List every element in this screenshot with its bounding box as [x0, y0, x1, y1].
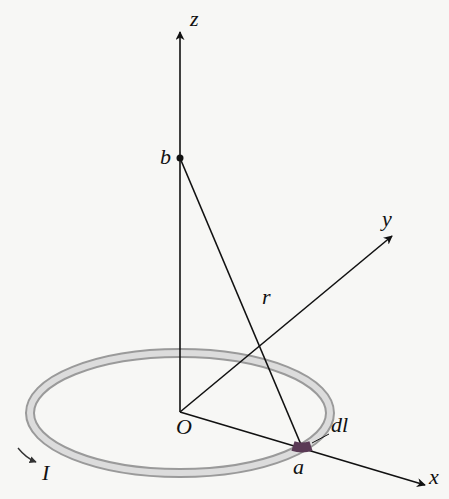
axis-label: r: [262, 286, 271, 308]
axis-label: b: [160, 146, 171, 168]
z-axis: [179, 32, 181, 412]
y-axis: [180, 236, 392, 412]
current-direction-arrow: [18, 448, 36, 462]
current-element: [293, 446, 311, 448]
point-b: [177, 155, 184, 162]
axis-label: z: [190, 8, 199, 30]
axis-label: a: [293, 456, 304, 478]
x-axis: [180, 412, 425, 485]
r-vector: [180, 158, 302, 447]
axis-label: dl: [331, 414, 348, 436]
axis-label: y: [382, 208, 392, 230]
axis-label: x: [429, 466, 439, 488]
leader-line: [312, 434, 329, 443]
axis-label: I: [42, 462, 49, 484]
axis-label: O: [176, 416, 192, 438]
